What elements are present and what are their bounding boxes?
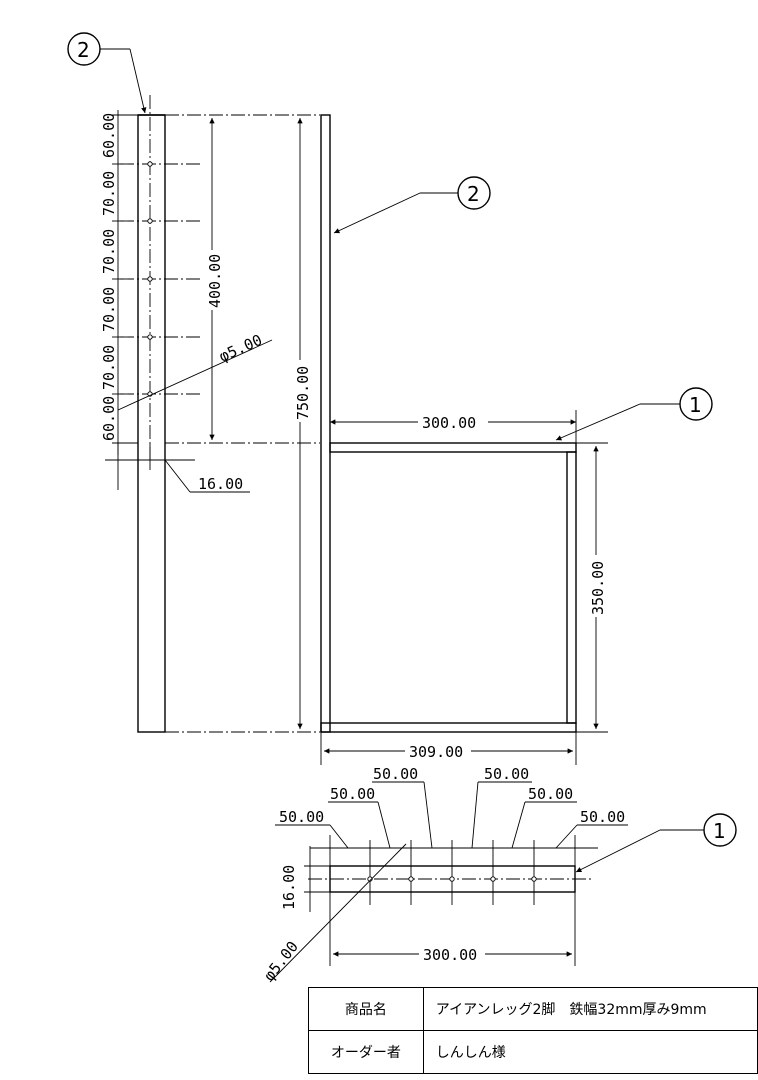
product-name-label: 商品名: [308, 987, 424, 1031]
orderer-label: オーダー者: [308, 1030, 424, 1074]
callout-part2-front-number: 2: [467, 182, 480, 206]
bottom-bar: [320, 722, 577, 733]
front-view: 300.00 350.00 309.00 2 1: [320, 114, 713, 765]
side-pitch-6: 60.00: [100, 396, 118, 441]
frame-height-label: 350.00: [589, 561, 607, 615]
right-post: [566, 451, 577, 724]
title-row-product: 商品名 アイアンレッグ2脚 鉄幅32mm厚み9mm: [308, 987, 758, 1031]
front-leg: [320, 114, 331, 733]
shelf-width-label: 300.00: [422, 414, 476, 432]
side-holes: [120, 161, 200, 397]
side-hole-dia: φ5.00: [216, 331, 265, 366]
plate-width-label: 300.00: [423, 946, 477, 964]
plate-pitch-2: 50.00: [330, 785, 375, 803]
callout-part2-front: 2: [333, 176, 491, 234]
plate-hole-dia: φ5.00: [260, 938, 302, 985]
callout-part1-plate-number: 1: [713, 819, 726, 843]
callout-part1-front-number: 1: [689, 393, 702, 417]
top-shelf-bar: [329, 442, 577, 453]
side-pitch-5: 70.00: [100, 345, 118, 390]
side-pitch-1: 60.00: [100, 113, 118, 158]
plate-pitch-5: 50.00: [528, 785, 573, 803]
outer-width-label: 309.00: [409, 743, 463, 761]
leg-outline: [137, 114, 166, 733]
callout-part1-plate: 1: [575, 813, 737, 873]
callout-part2-side-number: 2: [77, 38, 90, 62]
product-name-value: アイアンレッグ2脚 鉄幅32mm厚み9mm: [422, 987, 758, 1031]
side-pitch-4: 70.00: [100, 287, 118, 332]
side-view: 60.00 70.00 70.00 70.00 70.00 60.00 400.…: [67, 32, 320, 733]
hole-span-label: 400.00: [206, 254, 224, 308]
plate-hole-leader: [269, 843, 407, 983]
side-pitch-ticks: [112, 114, 138, 444]
plate-holes: [367, 840, 537, 905]
side-pitch-2: 70.00: [100, 171, 118, 216]
leg-height-label: 750.00: [294, 366, 312, 420]
title-row-orderer: オーダー者 しんしん様: [308, 1030, 758, 1074]
title-block: 商品名 アイアンレッグ2脚 鉄幅32mm厚み9mm オーダー者 しんしん様: [308, 987, 758, 1074]
side-hole-leader: [117, 339, 273, 411]
plate-pitch-1: 50.00: [279, 808, 324, 826]
plate-view: 50.00 50.00 50.00 50.00 50.00 50.00 16.0…: [260, 765, 737, 985]
side-pitch-3: 70.00: [100, 229, 118, 274]
callout-part1-front: 1: [555, 387, 713, 441]
plate-pitch-4: 50.00: [484, 765, 529, 783]
hole-offset-label: 16.00: [198, 475, 243, 493]
callout-part2-side: 2: [67, 32, 147, 114]
plate-pitch-6: 50.00: [580, 808, 625, 826]
plate-height-label: 16.00: [280, 865, 298, 910]
plate-pitch-3: 50.00: [373, 765, 418, 783]
orderer-value: しんしん様: [422, 1030, 758, 1074]
